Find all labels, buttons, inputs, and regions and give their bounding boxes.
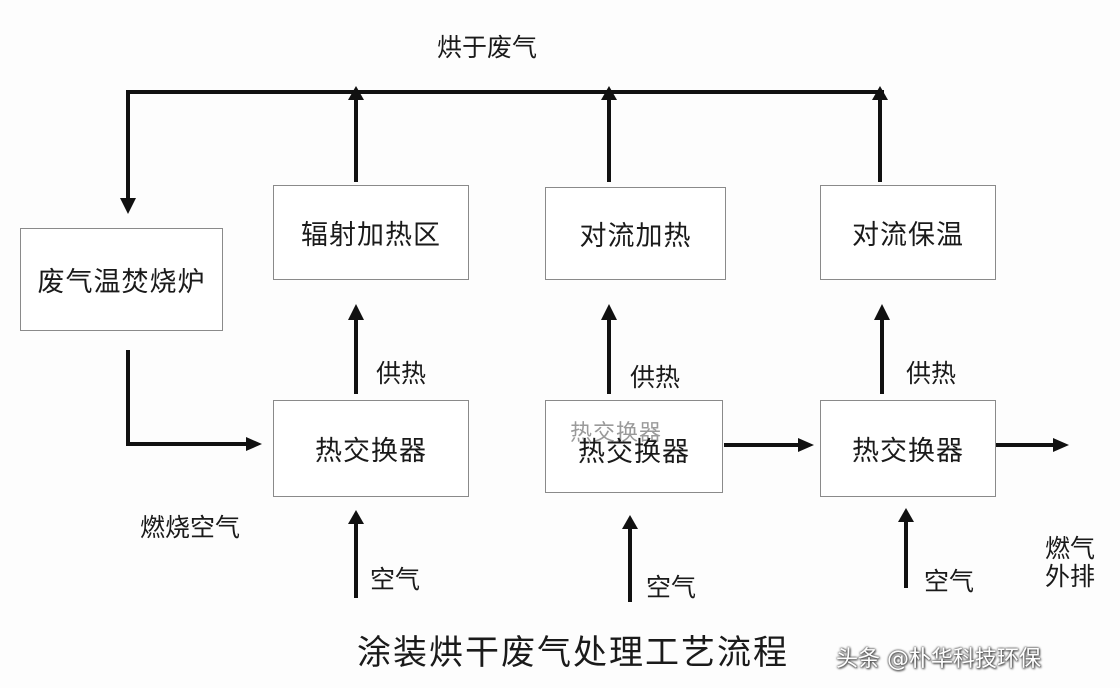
air-label-3: 空气 <box>924 567 975 596</box>
watermark: 头条 @朴华科技环保 <box>836 647 1041 672</box>
arrowhead-exhaust-out <box>1053 438 1069 452</box>
dried-exhaust-label: 烘于废气 <box>437 33 538 62</box>
heat-exchanger-2: 热交换器 热交换器 <box>545 400 723 493</box>
heat-exchanger-3: 热交换器 <box>820 400 996 497</box>
air-label-2: 空气 <box>646 573 697 602</box>
arrowhead-radiant-up <box>348 86 364 100</box>
diagram-title: 涂装烘干废气处理工艺流程 <box>357 633 789 673</box>
arrowhead-supply-heat-2 <box>601 304 617 320</box>
arrowhead-hx1-in <box>246 437 262 451</box>
arrowhead-incinerator-in <box>120 198 136 214</box>
convection-insulation-box: 对流保温 <box>820 185 996 280</box>
heat-exchanger-1: 热交换器 <box>273 400 469 497</box>
ghost-overlay-text: 热交换器 <box>570 421 663 446</box>
incinerator-box: 废气温焚烧炉 <box>20 228 223 331</box>
arrowhead-convection-heating-up <box>601 86 617 100</box>
air-label-1: 空气 <box>370 565 421 594</box>
arrowhead-convection-insulation-up <box>872 86 888 100</box>
heat-exchanger-2-label: 热交换器 <box>578 437 690 468</box>
arrowhead-supply-heat-1 <box>348 304 364 320</box>
combustion-air-label: 燃烧空气 <box>140 513 241 542</box>
arrowhead-hx3-in <box>798 438 814 452</box>
convection-heating-box: 对流加热 <box>545 187 726 280</box>
supply-heat-label-2: 供热 <box>630 363 681 392</box>
radiant-heating-box: 辐射加热区 <box>273 185 469 280</box>
arrowhead-air-1 <box>348 510 364 524</box>
arrowhead-supply-heat-3 <box>874 304 890 320</box>
gas-exhaust-label-line1: 燃气 <box>1044 534 1095 563</box>
gas-exhaust-label-line2: 外排 <box>1044 562 1095 591</box>
arrowhead-air-3 <box>898 508 914 522</box>
arrowhead-air-2 <box>622 515 638 529</box>
incinerator-to-hx1-line <box>126 350 250 446</box>
supply-heat-label-1: 供热 <box>376 359 427 388</box>
supply-heat-label-3: 供热 <box>906 359 957 388</box>
gas-exhaust-label: 燃气 外排 <box>1040 535 1100 591</box>
